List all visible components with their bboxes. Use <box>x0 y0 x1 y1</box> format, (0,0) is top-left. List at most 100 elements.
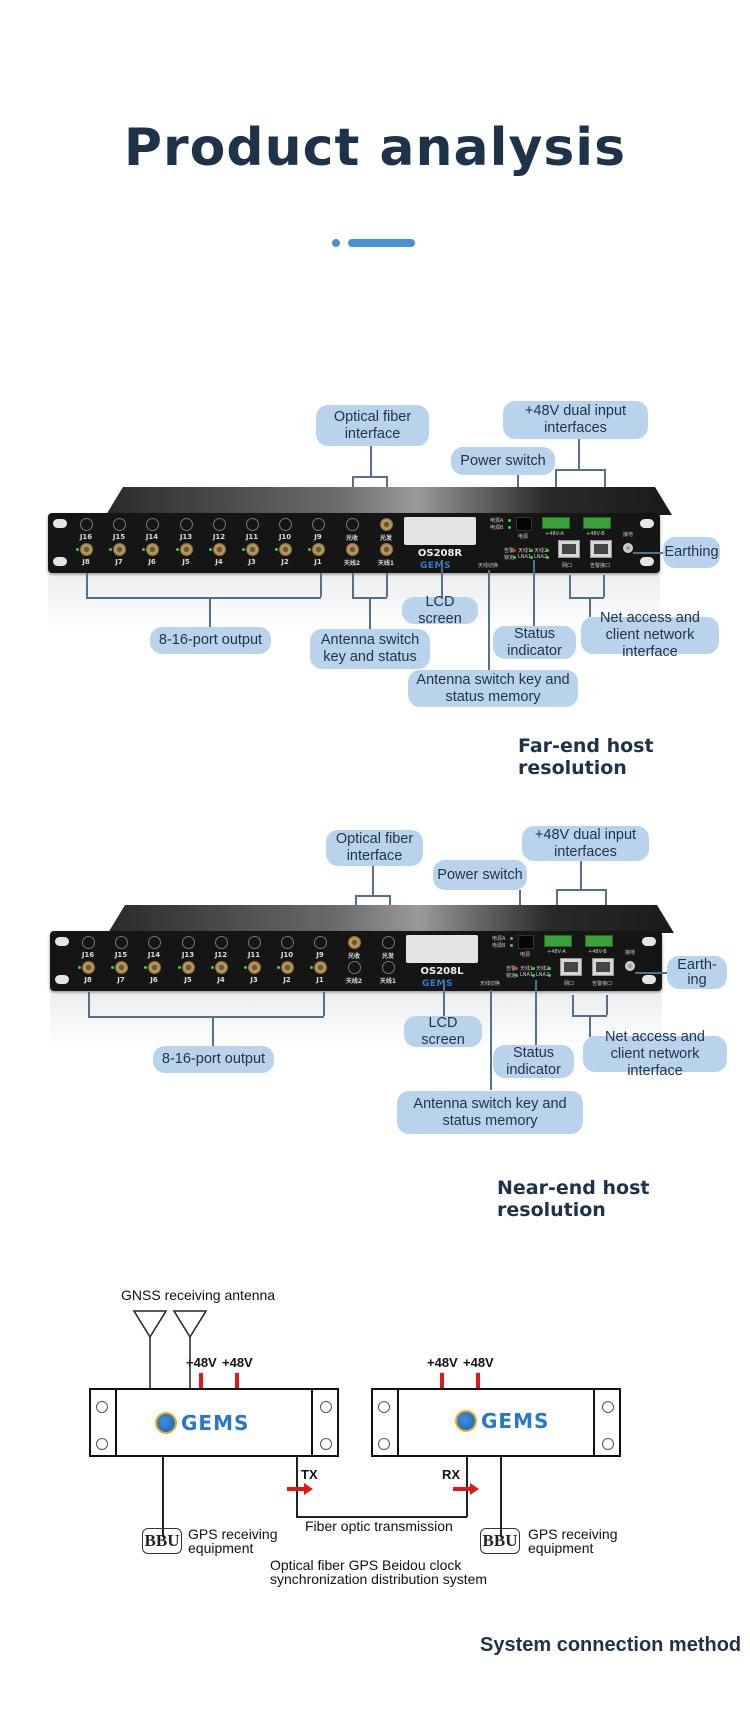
led-indicator <box>142 548 145 551</box>
rack-ear-hole <box>640 557 654 566</box>
led-power-b <box>510 944 513 947</box>
page-title: Product analysis <box>123 118 627 178</box>
port-label: J4 <box>217 976 225 984</box>
model-label: OS208R <box>417 548 463 559</box>
brand-logo: GEMS <box>420 561 451 571</box>
earthing-screw <box>623 543 633 553</box>
callout-status-indicator: Status indicator <box>493 626 576 659</box>
ground-label: 接地 <box>625 950 636 956</box>
antenna-switch-label: 天线切换 <box>478 563 499 569</box>
led-lock <box>515 974 518 977</box>
gems-wordmark: GEMS <box>181 1411 250 1435</box>
led-power-a <box>508 519 511 522</box>
title-decoration-bar <box>348 239 415 247</box>
led-ant1 <box>530 549 533 552</box>
mount-hole <box>320 1438 332 1450</box>
leader-line <box>490 990 492 1090</box>
led-indicator <box>144 966 147 969</box>
led-ant2 <box>546 549 549 552</box>
port-label: J8 <box>84 976 92 984</box>
callout-net-access: Net access and client network interface <box>581 610 719 660</box>
port-j4 <box>215 961 228 974</box>
port-j13 <box>180 518 193 531</box>
led-indicator <box>176 548 179 551</box>
port-j6 <box>148 961 161 974</box>
power-switch[interactable] <box>516 517 532 531</box>
gps-equipment-label-left: GPS receiving equipment <box>188 1526 278 1556</box>
leader-line <box>488 570 490 670</box>
port-j4 <box>213 543 226 556</box>
callout-antenna-memory: Antenna switch key and status memory <box>408 670 578 707</box>
power-switch[interactable] <box>518 935 534 949</box>
gems-wordmark: GEMS <box>481 1409 550 1433</box>
power-label: 电源 <box>518 534 529 540</box>
port-j14 <box>146 518 159 531</box>
input-b-label: +48V-B <box>586 531 605 537</box>
port-label: J9 <box>314 533 322 541</box>
port-j6 <box>146 543 159 556</box>
alarm-port-label: 告警接口 <box>592 981 613 987</box>
box-ear <box>91 1390 117 1455</box>
bbu-cable <box>162 1457 164 1537</box>
port-j16 <box>82 936 95 949</box>
rack-ear-hole <box>55 937 69 946</box>
led-alarm <box>515 967 518 970</box>
led-indicator <box>310 966 313 969</box>
power-label: +48V <box>186 1355 217 1370</box>
port-label: J4 <box>215 558 223 566</box>
leader-line <box>589 597 591 617</box>
callout-status-indicator: Status indicator <box>493 1045 574 1078</box>
callout-dual-input: +48V dual input interfaces <box>503 401 648 439</box>
box-ear <box>311 1390 337 1455</box>
port-label: 光发 <box>379 535 392 542</box>
leader-line <box>603 575 605 597</box>
rack-ear-hole <box>642 937 656 946</box>
port-label: J13 <box>179 533 193 541</box>
port-antenna-1 <box>382 961 395 974</box>
lna2-label: LNA2 <box>534 554 548 560</box>
power-a-label: 电源A <box>490 518 504 524</box>
ground-label: 接地 <box>623 532 634 538</box>
callout-earthing: Earth-ing <box>667 956 727 989</box>
mount-hole <box>96 1438 108 1450</box>
led-power-b <box>508 526 511 529</box>
far-end-device: J16 J15 J14 J13 J12 J11 J10 J9 光收 光发 <box>48 487 672 637</box>
led-indicator <box>178 966 181 969</box>
port-label: J5 <box>184 976 192 984</box>
antenna-switch-label: 天线切换 <box>480 981 501 987</box>
rack-ear-hole <box>640 519 654 528</box>
leader-line <box>578 439 580 469</box>
leader-line <box>86 597 321 599</box>
rack-ear-hole <box>53 557 67 566</box>
power-input-b-terminal <box>583 517 611 529</box>
mount-hole <box>378 1401 390 1413</box>
ant2-label: 天线2 <box>534 548 548 554</box>
port-antenna-1 <box>380 543 393 556</box>
leader-line <box>635 972 667 974</box>
port-label: J14 <box>145 533 159 541</box>
leader-line <box>441 560 443 598</box>
leader-line <box>88 1016 324 1018</box>
port-label: J11 <box>247 951 261 959</box>
power-b-label: 电源B <box>490 525 504 531</box>
port-label: J15 <box>114 951 128 959</box>
port-j10 <box>279 518 292 531</box>
port-j15 <box>113 518 126 531</box>
gps-equipment-label-right: GPS receiving equipment <box>528 1526 618 1556</box>
port-j2 <box>279 543 292 556</box>
ant2-label: 天线2 <box>536 966 550 972</box>
mount-hole <box>602 1438 614 1450</box>
port-label: J7 <box>117 976 125 984</box>
port-j15 <box>115 936 128 949</box>
led-indicator <box>277 966 280 969</box>
port-j3 <box>246 543 259 556</box>
led-indicator <box>109 548 112 551</box>
port-label: J2 <box>281 558 289 566</box>
power-a-label: 电源A <box>492 936 506 942</box>
leader-line <box>369 597 371 629</box>
title-decoration-dot <box>332 239 340 247</box>
led-ant1 <box>532 967 535 970</box>
device-top <box>106 487 672 515</box>
mount-hole <box>378 1438 390 1450</box>
gems-globe-icon <box>455 1410 477 1432</box>
